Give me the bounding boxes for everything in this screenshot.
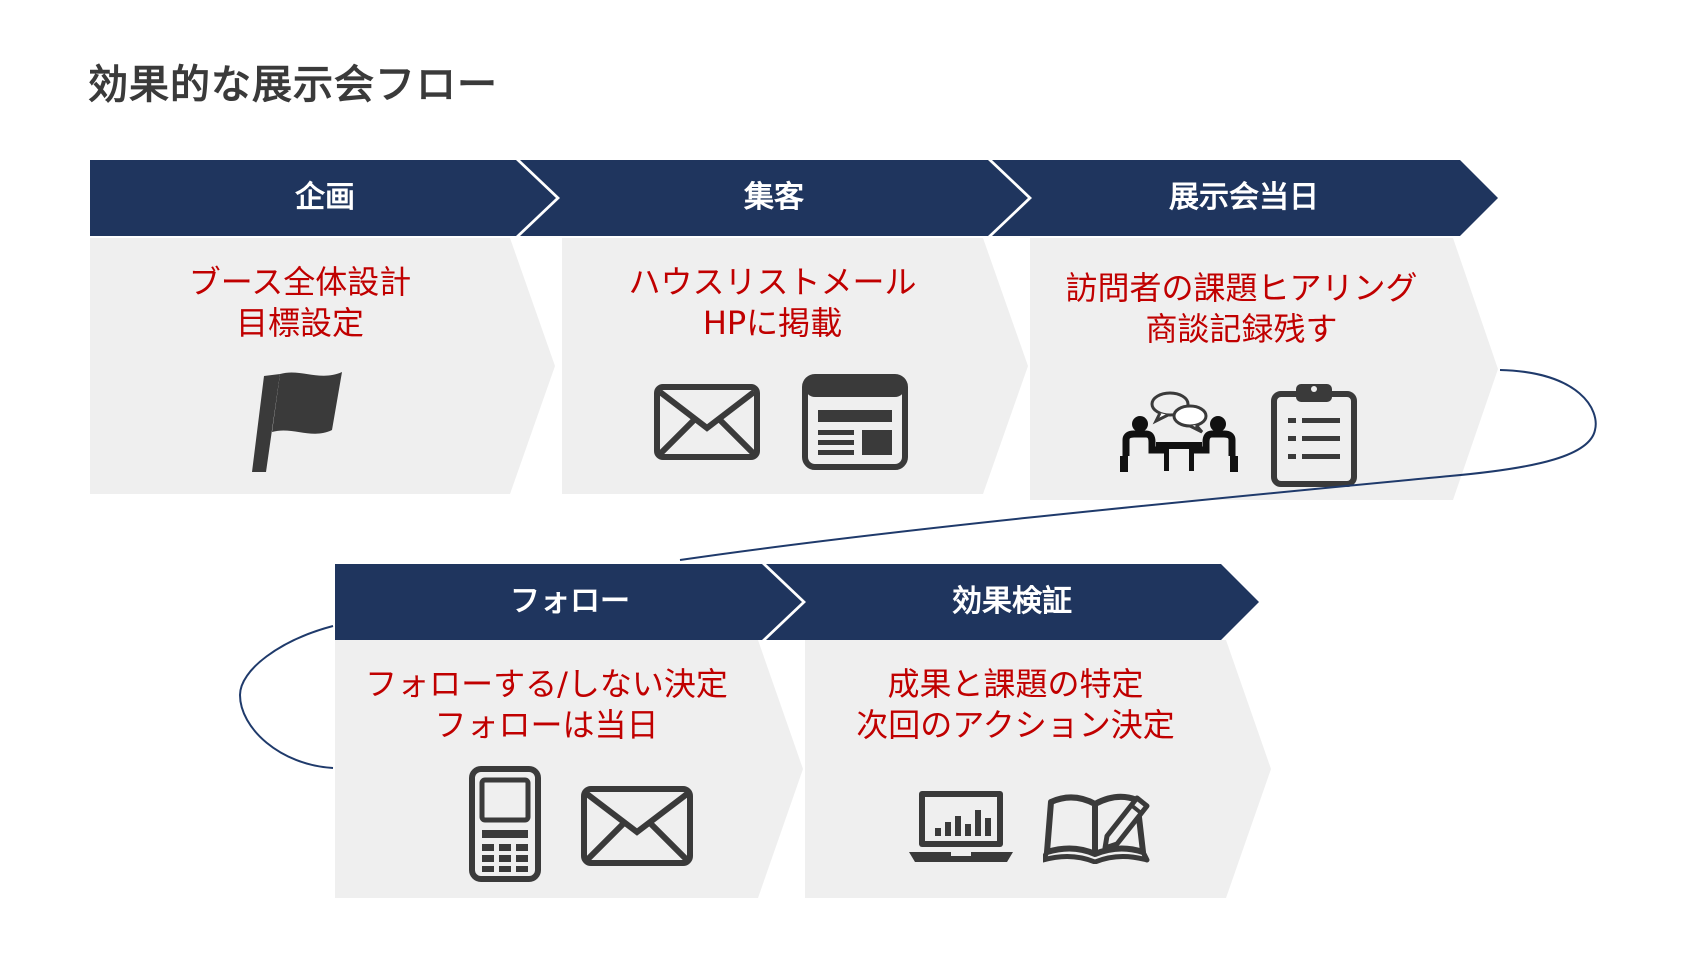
- stage-description-line: 次回のアクション決定: [856, 706, 1175, 744]
- mobile-phone-icon: [469, 766, 541, 882]
- stage-description-line: 成果と課題の特定: [887, 665, 1144, 703]
- stage-header-evaluation: 効果検証: [765, 564, 1259, 640]
- stage-description-line: フォローは当日: [434, 706, 659, 744]
- stage-description: 訪問者の課題ヒアリング 商談記録残す: [1030, 268, 1453, 350]
- stage-description: ブース全体設計 目標設定: [90, 262, 510, 344]
- stage-description: ハウスリストメール HPに掲載: [562, 262, 983, 344]
- flag-icon: [250, 368, 350, 478]
- stage-body-evaluation: 成果と課題の特定 次回のアクション決定: [805, 640, 1271, 898]
- stage-description: フォローする/しない決定 フォローは当日: [335, 664, 758, 746]
- stage-description-line: ブース全体設計: [188, 263, 412, 301]
- stage-description-line: 商談記録残す: [1145, 310, 1338, 348]
- envelope-icon: [654, 384, 760, 460]
- laptop-chart-icon: [909, 788, 1013, 864]
- stage-header-label: フォロー: [510, 584, 630, 619]
- notebook-pen-icon: [1043, 788, 1151, 864]
- stage-header-label: 企画: [295, 180, 355, 215]
- stage-header-label: 効果検証: [952, 584, 1072, 619]
- stage-description-line: フォローする/しない決定: [365, 665, 728, 703]
- envelope-icon: [581, 786, 693, 866]
- stage-header-event-day: 展示会当日: [990, 160, 1498, 236]
- stage-header-label: 展示会当日: [1169, 180, 1319, 215]
- stage-body-attraction: ハウスリストメール HPに掲載: [562, 238, 1028, 494]
- stage-body-follow-up: フォローする/しない決定 フォローは当日: [335, 640, 803, 898]
- stage-description-line: 訪問者の課題ヒアリング: [1065, 269, 1418, 307]
- stage-body-planning: ブース全体設計 目標設定: [90, 238, 555, 494]
- stage-header-planning: 企画: [90, 160, 560, 236]
- stage-description-line: 目標設定: [235, 304, 364, 342]
- page-title: 効果的な展示会フロー: [88, 62, 498, 108]
- stage-description-line: ハウスリストメール: [628, 263, 917, 301]
- stage-header-label: 集客: [744, 180, 804, 215]
- stage-description: 成果と課題の特定 次回のアクション決定: [805, 664, 1226, 746]
- stage-header-follow-up: フォロー: [335, 564, 805, 640]
- clipboard-icon: [1270, 380, 1358, 488]
- stage-body-event-day: 訪問者の課題ヒアリング 商談記録残す: [1030, 238, 1498, 500]
- stage-header-attraction: 集客: [520, 160, 1028, 236]
- meeting-icon: [1116, 390, 1242, 474]
- stage-description-line: HPに掲載: [702, 304, 843, 342]
- webpage-icon: [802, 374, 908, 470]
